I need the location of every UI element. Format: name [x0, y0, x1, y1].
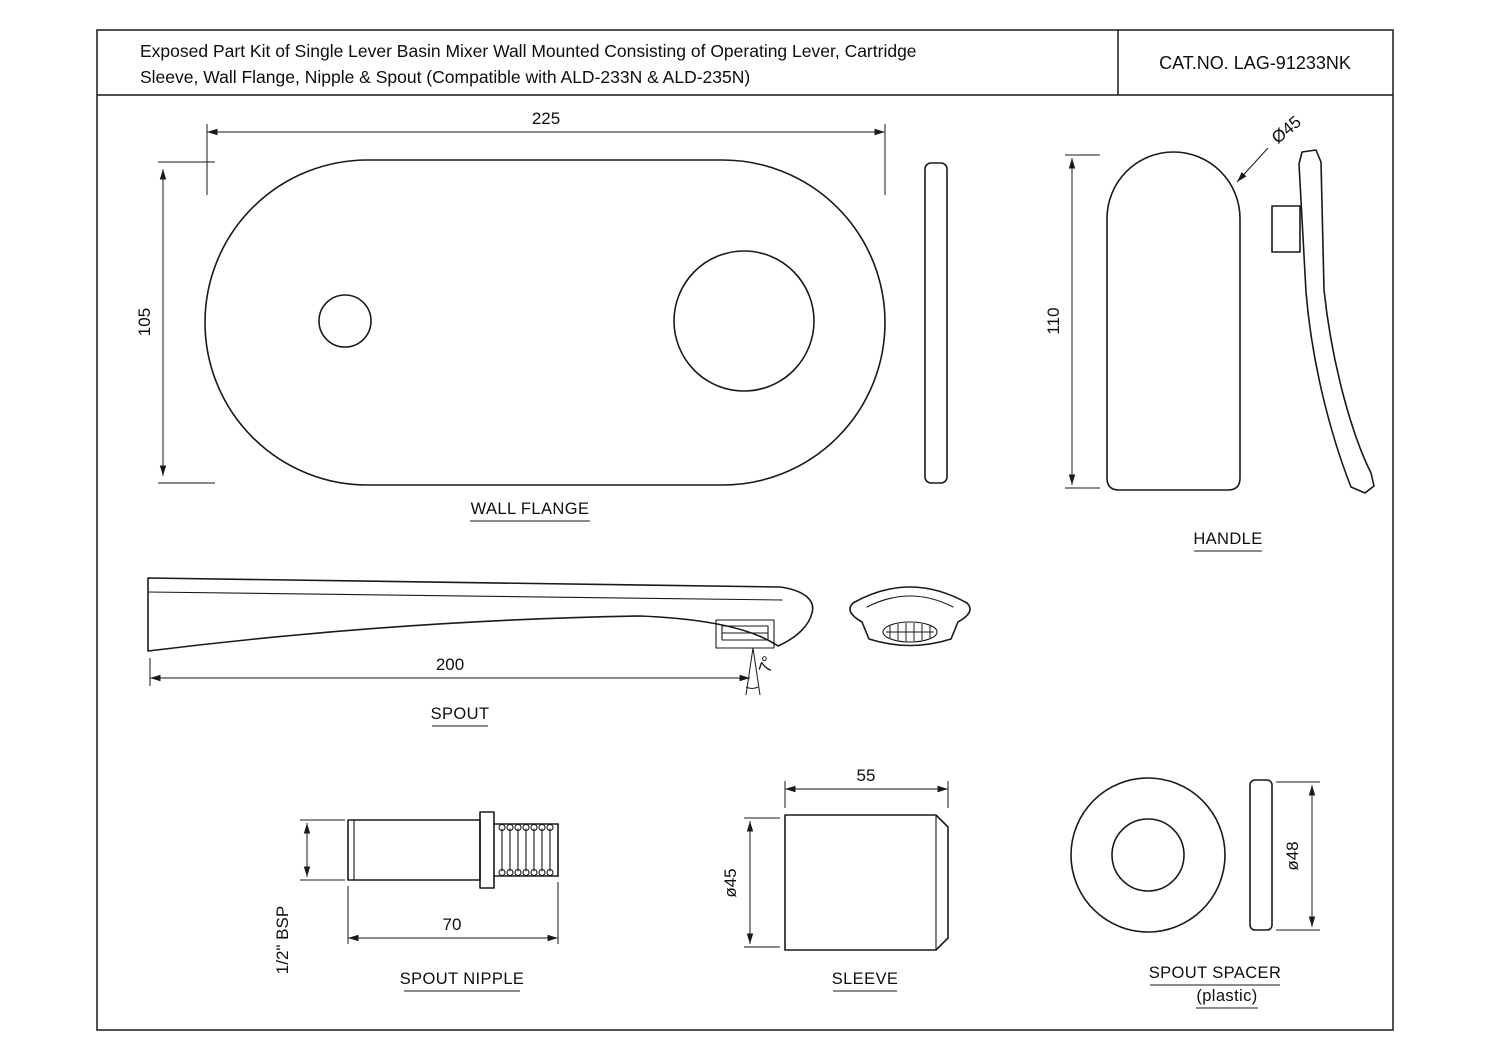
- spout-spacer-view: ø48 SPOUT SPACER (plastic): [1070, 777, 1320, 1009]
- spout-nipple-label: SPOUT NIPPLE: [400, 970, 525, 988]
- spout-nipple-view: 1/2" BSP 70 SPOUT NIPPLE: [273, 811, 559, 992]
- wall-flange-side-view: [924, 162, 948, 484]
- spout-view: 7° 200 SPOUT: [147, 577, 971, 727]
- wall-flange-height-dim: 105: [135, 308, 154, 336]
- spout-nipple-threads: [493, 823, 559, 877]
- spout-spacer-inner: [1111, 818, 1185, 892]
- handle-label: HANDLE: [1193, 530, 1262, 548]
- wall-flange-cartridge-hole: [673, 250, 815, 392]
- spout-outline: [147, 577, 814, 652]
- sleeve-diameter-dim: ø45: [721, 868, 740, 897]
- handle-height-dim: 110: [1044, 307, 1063, 334]
- wall-flange-outline: [204, 159, 886, 486]
- spout-spacer-side-view: [1249, 779, 1273, 931]
- sleeve-view: 55 ø45 SLEEVE: [721, 766, 949, 992]
- aerator-end-view: [849, 586, 971, 647]
- title-description-line2: Sleeve, Wall Flange, Nipple & Spout (Com…: [140, 67, 750, 87]
- spout-spacer-label: SPOUT SPACER: [1149, 964, 1282, 982]
- catalog-number: CAT.NO. LAG-91233NK: [1159, 53, 1351, 73]
- spout-nipple-length-dim: 70: [443, 915, 462, 934]
- drawing-border: [96, 29, 1394, 1031]
- spout-length-dim: 200: [436, 655, 464, 674]
- spout-nipple-body: [347, 819, 481, 881]
- wall-flange-spout-hole: [318, 294, 372, 348]
- spout-spacer-sublabel: (plastic): [1196, 987, 1257, 1005]
- sleeve-length-dim: 55: [857, 766, 876, 785]
- handle-side-outline: [1298, 149, 1375, 494]
- spout-label: SPOUT: [431, 705, 490, 723]
- spout-top-edge: [147, 591, 783, 601]
- sleeve-label: SLEEVE: [832, 970, 899, 988]
- spout-aerator-housing: [715, 619, 775, 649]
- wall-flange-label: WALL FLANGE: [471, 500, 590, 518]
- spout-spacer-diameter-dim: ø48: [1283, 841, 1302, 870]
- spout-nipple-collar: [479, 811, 495, 889]
- handle-connector: [1271, 205, 1301, 253]
- spout-nipple-thread-dim: 1/2" BSP: [273, 906, 292, 974]
- handle-view: 110 Ø45 HANDLE: [1044, 112, 1375, 552]
- wall-flange-view: 225 105 WALL FLANGE: [135, 109, 948, 522]
- title-block: Exposed Part Kit of Single Lever Basin M…: [96, 29, 1394, 1031]
- spout-angle-dim: 7°: [755, 654, 778, 675]
- handle-front-outline: [1106, 151, 1241, 491]
- title-description-line1: Exposed Part Kit of Single Lever Basin M…: [140, 41, 917, 61]
- handle-diameter-dim: Ø45: [1268, 112, 1305, 147]
- wall-flange-width-dim: 225: [532, 109, 560, 128]
- sleeve-outline: [784, 814, 949, 951]
- spout-spacer-outer: [1070, 777, 1226, 933]
